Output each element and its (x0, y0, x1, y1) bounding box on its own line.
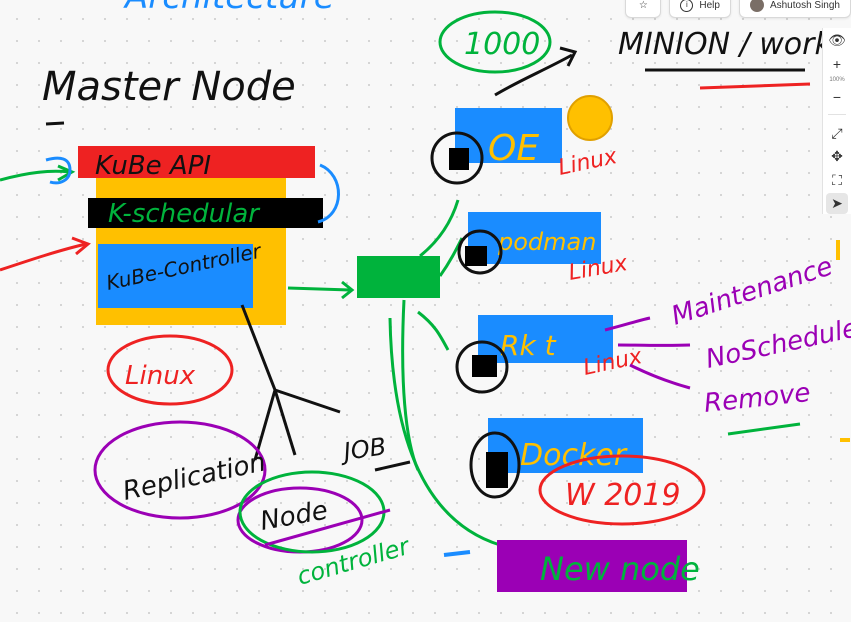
kube-api-box (78, 146, 315, 178)
linux-oe-label: Linux (556, 144, 620, 181)
help-button[interactable]: i Help (669, 0, 731, 18)
user-menu-button[interactable]: Ashutosh Singh (738, 0, 851, 18)
w2019-label: W 2019 (565, 478, 681, 513)
controller-box (98, 244, 253, 308)
eye-icon: 👁 (828, 32, 846, 49)
controller-label: controller (294, 532, 414, 591)
worker-podman-label: podman (497, 228, 596, 256)
minus-icon: − (832, 89, 842, 106)
plus-icon: + (832, 55, 842, 72)
linux-master-label: Linux (125, 361, 196, 391)
star-icon: ☆ (638, 0, 648, 11)
help-label: Help (699, 0, 720, 11)
worker-rkt-box (478, 315, 613, 363)
worker-rkt-label: Rk t (500, 329, 557, 362)
worker-podman-box (468, 212, 601, 264)
kube-api-label: KuBe API (95, 151, 211, 181)
zoom-out-button[interactable]: − (826, 87, 848, 108)
new-node-label: New node (540, 550, 700, 588)
pan-button[interactable]: ✥ (826, 146, 848, 167)
move-icon: ✥ (831, 148, 843, 165)
count-1000-label: 1000 (464, 27, 540, 62)
zoom-level: 100% (829, 76, 845, 83)
scheduler-box (88, 198, 323, 228)
frame-button[interactable]: ⛶ (826, 169, 848, 190)
zoom-tool-panel: 👁 + 100% − ⤢ ✥ ⛶ ➤ (822, 28, 851, 215)
minion-worker-label: MINION / worker (618, 27, 851, 62)
hub-box (357, 256, 440, 298)
job-label: JOB (338, 432, 388, 466)
info-icon: i (680, 0, 694, 12)
yellow-scribble (567, 95, 613, 141)
avatar (749, 0, 764, 12)
noschedule-label: NoSchedule (703, 313, 851, 375)
expand-icon: ⤢ (831, 125, 843, 141)
divider (828, 113, 846, 115)
frame-icon: ⛶ (832, 171, 842, 188)
fit-screen-button[interactable]: ⤢ (826, 123, 848, 144)
title-partial-text: Architecture (123, 0, 335, 17)
worker-oe-box (455, 108, 562, 163)
user-name: Ashutosh Singh (769, 0, 840, 11)
star-button[interactable]: ☆ (625, 0, 662, 18)
maintenance-label: Maintenance (668, 251, 837, 331)
visibility-button[interactable]: 👁 (826, 30, 848, 51)
remove-label: Remove (703, 378, 812, 419)
worker-oe-label: OE (488, 128, 539, 169)
new-node-box (497, 540, 687, 592)
navigation-arrow-icon: ➤ (831, 194, 843, 211)
scheduler-label: K-schedular (108, 199, 261, 229)
top-toolbar: ☆ i Help Ashutosh Singh (625, 0, 851, 18)
zoom-in-button[interactable]: + (826, 53, 848, 74)
master-node-heading: Master Node (42, 64, 296, 110)
pointer-button[interactable]: ➤ (826, 192, 848, 215)
